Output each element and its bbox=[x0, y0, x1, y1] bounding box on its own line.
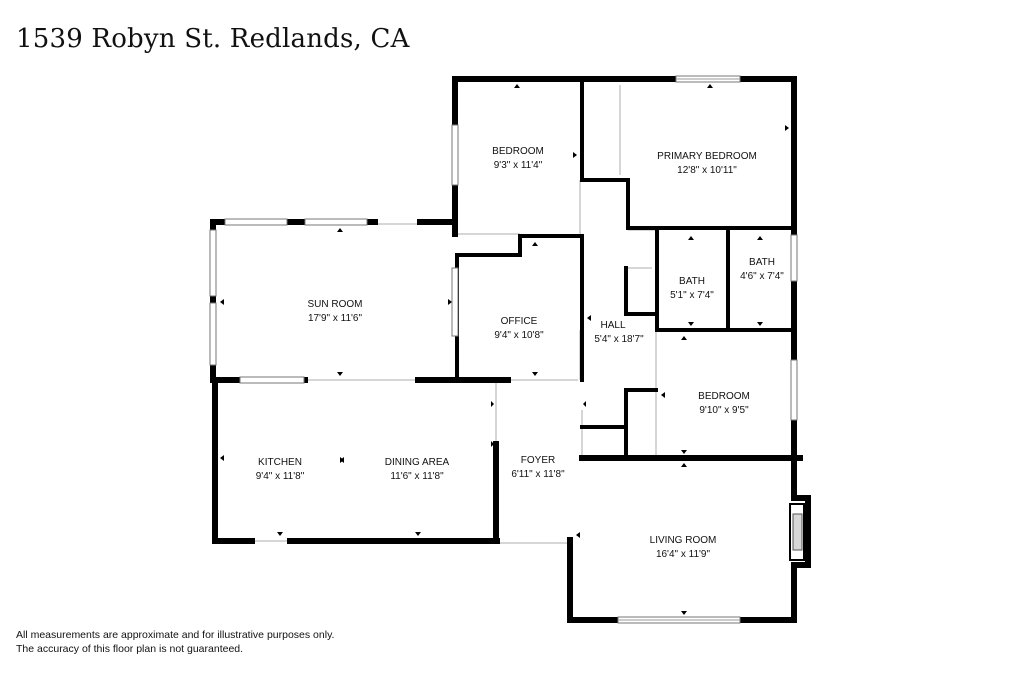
room-bedroom-2: BEDROOM 9'10" x 9'5" bbox=[698, 391, 750, 416]
page-title: 1539 Robyn St. Redlands, CA bbox=[16, 24, 410, 54]
room-office: OFFICE 9'4" x 10'8" bbox=[494, 316, 544, 341]
room-size: 9'4" x 11'8" bbox=[256, 471, 305, 482]
room-name: LIVING ROOM bbox=[650, 535, 717, 546]
room-size: 6'11" x 11'8" bbox=[511, 469, 565, 480]
room-name: BATH bbox=[679, 276, 705, 287]
room-name: BATH bbox=[749, 257, 775, 268]
room-sun-room: SUN ROOM 17'9" x 11'6" bbox=[308, 299, 363, 324]
room-name: HALL bbox=[600, 320, 625, 331]
room-name: OFFICE bbox=[501, 316, 538, 327]
room-name: BEDROOM bbox=[492, 146, 544, 157]
room-size: 12'8" x 10'11" bbox=[677, 165, 737, 176]
room-name: SUN ROOM bbox=[308, 299, 363, 310]
room-size: 9'10" x 9'5" bbox=[699, 405, 749, 416]
room-dining-area: DINING AREA 11'6" x 11'8" bbox=[385, 457, 450, 482]
room-name: PRIMARY BEDROOM bbox=[657, 151, 757, 162]
disclaimer: All measurements are approximate and for… bbox=[16, 628, 334, 656]
room-size: 4'6" x 7'4" bbox=[740, 271, 784, 282]
room-living-room: LIVING ROOM 16'4" x 11'9" bbox=[650, 535, 717, 560]
room-size: 9'3" x 11'4" bbox=[494, 160, 543, 171]
room-name: KITCHEN bbox=[258, 457, 302, 468]
fireplace-icon bbox=[789, 503, 805, 561]
room-foyer: FOYER 6'11" x 11'8" bbox=[511, 455, 565, 480]
room-name: DINING AREA bbox=[385, 457, 450, 468]
dimension-ticks bbox=[220, 84, 789, 615]
room-hall: HALL 5'4" x 18'7" bbox=[594, 320, 644, 345]
windows bbox=[209, 75, 798, 624]
room-primary-bedroom: PRIMARY BEDROOM 12'8" x 10'11" bbox=[657, 151, 757, 176]
room-size: 17'9" x 11'6" bbox=[308, 313, 363, 324]
room-bath-2: BATH 4'6" x 7'4" bbox=[740, 257, 784, 282]
room-name: BEDROOM bbox=[698, 391, 750, 402]
disclaimer-line-2: The accuracy of this floor plan is not g… bbox=[16, 643, 244, 655]
room-size: 11'6" x 11'8" bbox=[390, 471, 444, 482]
room-size: 16'4" x 11'9" bbox=[656, 549, 711, 560]
room-bath-1: BATH 5'1" x 7'4" bbox=[670, 276, 714, 301]
room-kitchen: KITCHEN 9'4" x 11'8" bbox=[256, 457, 305, 482]
room-name: FOYER bbox=[521, 455, 555, 466]
room-size: 5'4" x 18'7" bbox=[594, 334, 644, 345]
room-size: 9'4" x 10'8" bbox=[494, 330, 544, 341]
room-size: 5'1" x 7'4" bbox=[670, 290, 714, 301]
disclaimer-line-1: All measurements are approximate and for… bbox=[16, 629, 335, 641]
room-bedroom-1: BEDROOM 9'3" x 11'4" bbox=[492, 146, 544, 171]
